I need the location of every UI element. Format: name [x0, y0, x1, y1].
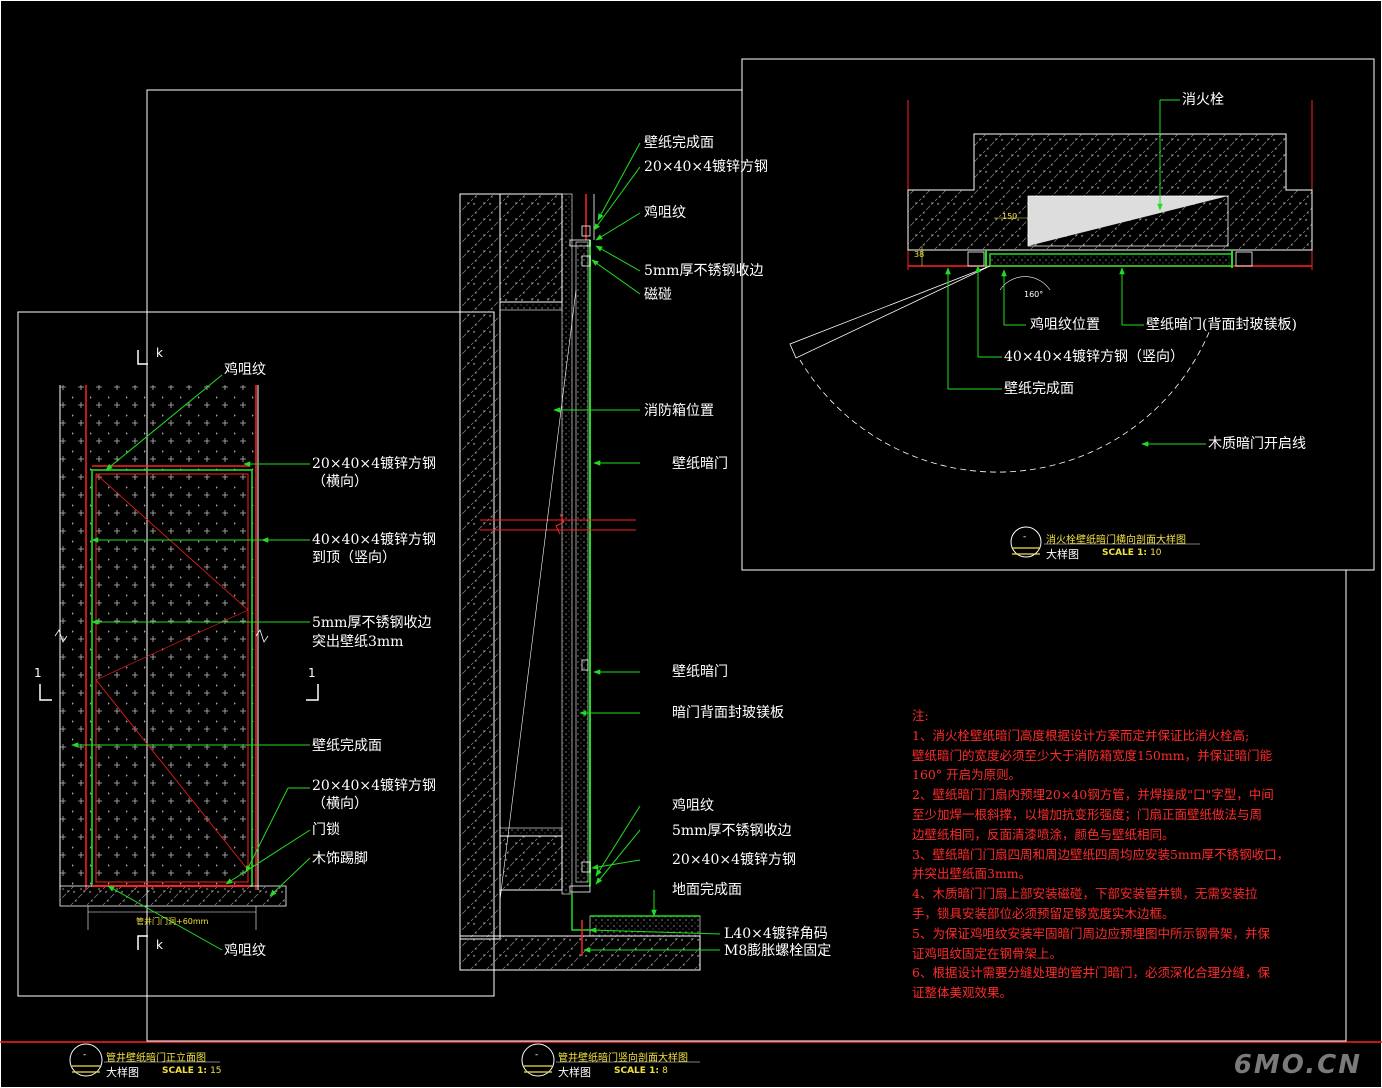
- sect-label-door-bottom: 壁纸暗门: [672, 664, 728, 680]
- plan-label-door-back: 壁纸暗门(背面封玻镁板): [1146, 317, 1297, 333]
- note-line: 壁纸暗门的宽度必须至少大于消防箱宽度150mm，并保证暗门能: [912, 747, 1273, 763]
- elev-subtitle: 大样图: [106, 1066, 139, 1079]
- sect-title-symbol: -: [535, 1050, 539, 1060]
- plan-dim-160deg: 160°: [1024, 290, 1044, 299]
- elev-label-trim-protrude: 突出壁纸3mm: [312, 634, 404, 650]
- elev-title: 管井壁纸暗门正立面图: [106, 1053, 206, 1064]
- plan-scale: SCALE 1: 10: [1102, 548, 1162, 558]
- note-line: 至少加焊一根斜撑，以增加抗变形强度；门扇正面壁纸做法与周: [912, 806, 1263, 822]
- sect-label-magnet: 磁碰: [644, 287, 672, 303]
- note-line: 边壁纸相同，反面清漆喷涂，颜色与壁纸相同。: [912, 826, 1175, 842]
- elev-scale: SCALE 1: 15: [162, 1066, 222, 1076]
- plan-title-symbol: -: [1023, 532, 1027, 542]
- note-line: 5、为保证鸡咀纹安装牢固暗门周边应预埋图中所示钢骨架，并保: [912, 925, 1270, 941]
- note-line: 4、木质暗门门扇上部安装磁碰，下部安装管井锁，无需安装拉: [912, 886, 1258, 902]
- note-line: 160° 开启为原则。: [912, 767, 1022, 783]
- note-line: 证鸡咀纹固定在钢骨架上。: [912, 945, 1063, 961]
- sect-label-trim-bottom: 5mm厚不锈钢收边: [672, 823, 792, 839]
- section-view: [459, 142, 721, 971]
- plan-title: 消火栓壁纸暗门横向剖面大样图: [1046, 535, 1186, 546]
- plan-label-steel-vertical: 40×40×4镀锌方钢（竖向）: [1004, 349, 1184, 365]
- note-line: 注:: [912, 708, 929, 723]
- note-line: 手，锁具安装部位必须预留足够宽度实木边框。: [912, 905, 1175, 921]
- note-line: 3、壁纸暗门门扇四周和周边壁纸四周均应安装5mm厚不锈钢收口，: [912, 846, 1290, 862]
- sect-label-trim: 5mm厚不锈钢收边: [644, 263, 764, 279]
- note-line: 证整体美观效果。: [912, 985, 1013, 1001]
- elev-label-lock: 门锁: [312, 822, 340, 838]
- sect-scale: SCALE 1: 8: [614, 1066, 668, 1076]
- sect-title: 管井壁纸暗门竖向剖面大样图: [558, 1053, 688, 1064]
- elev-label-steel-h-top: 20×40×4镀锌方钢: [312, 456, 436, 472]
- sect-label-steel: 20×40×4镀锌方钢: [644, 159, 768, 175]
- elev-label-steel-h-bottom-dir: （横向）: [312, 796, 368, 812]
- plan-dim-38: 38: [914, 250, 925, 259]
- sect-label-box-position: 消防箱位置: [644, 403, 714, 419]
- plan-label-finish: 壁纸完成面: [1004, 381, 1074, 397]
- elev-label-crack-bottom: 鸡咀纹: [224, 943, 266, 959]
- elev-label-steel-h-bottom: 20×40×4镀锌方钢: [312, 778, 436, 794]
- elev-label-skirting: 木饰踢脚: [312, 851, 368, 867]
- sect-label-steel-bottom: 20×40×4镀锌方钢: [672, 852, 796, 868]
- sect-label-bolt: M8膨胀螺栓固定: [724, 943, 832, 959]
- plan-subtitle: 大样图: [1046, 548, 1079, 561]
- sect-label-finish: 壁纸完成面: [644, 135, 714, 151]
- note-line: 2、壁纸暗门门扇内预埋20×40钢方管，并焊接成"口"字型，中间: [912, 787, 1274, 803]
- sect-label-floor: 地面完成面: [672, 882, 742, 898]
- note-line: 6、根据设计需要分缝处理的管井门暗门，必须深化合理分缝，保: [912, 965, 1270, 981]
- elev-dim-width: 管井门门洞+60mm: [136, 917, 209, 926]
- elev-section-mark-k-top: k: [156, 346, 163, 360]
- elev-label-trim: 5mm厚不锈钢收边: [312, 615, 432, 631]
- sect-label-door-top: 壁纸暗门: [672, 456, 728, 472]
- elev-label-steel-h-top-dir: （横向）: [312, 474, 368, 490]
- sect-label-crack-bottom: 鸡咀纹: [672, 798, 714, 814]
- watermark: 6MO.CN: [1233, 1050, 1362, 1080]
- elev-section-mark-1-right: 1: [308, 666, 316, 680]
- plan-label-hydrant: 消火栓: [1182, 92, 1224, 108]
- plan-label-crack-position: 鸡咀纹位置: [1030, 317, 1100, 333]
- elev-label-steel-v-dir: 到顶（竖向）: [312, 550, 396, 566]
- elev-label-steel-v: 40×40×4镀锌方钢: [312, 532, 436, 548]
- sect-label-angle: L40×4镀锌角码: [724, 926, 828, 942]
- title-symbols: [69, 526, 1200, 1077]
- elev-section-mark-1-left: 1: [34, 666, 42, 680]
- elev-section-mark-k-bottom: k: [156, 938, 163, 952]
- elevation-view: [39, 350, 319, 951]
- sect-label-crack: 鸡咀纹: [644, 205, 686, 221]
- elev-label-finish: 壁纸完成面: [312, 738, 382, 754]
- plan-label-swing: 木质暗门开启线: [1208, 436, 1306, 452]
- notes-block: 注: 1、消火栓壁纸暗门高度根据设计方案而定并保证比消火栓高; 壁纸暗门的宽度必…: [912, 706, 1332, 1003]
- plan-view: [789, 99, 1313, 473]
- plan-dim-150: 150: [1002, 212, 1018, 221]
- elev-title-symbol: -: [83, 1050, 87, 1060]
- sect-label-back-board: 暗门背面封玻镁板: [672, 705, 784, 721]
- elev-label-crack-top: 鸡咀纹: [224, 362, 266, 378]
- note-line: 1、消火栓壁纸暗门高度根据设计方案而定并保证比消火栓高;: [912, 727, 1250, 743]
- sect-subtitle: 大样图: [558, 1066, 591, 1079]
- note-line: 并突出壁纸面3mm。: [912, 866, 1032, 882]
